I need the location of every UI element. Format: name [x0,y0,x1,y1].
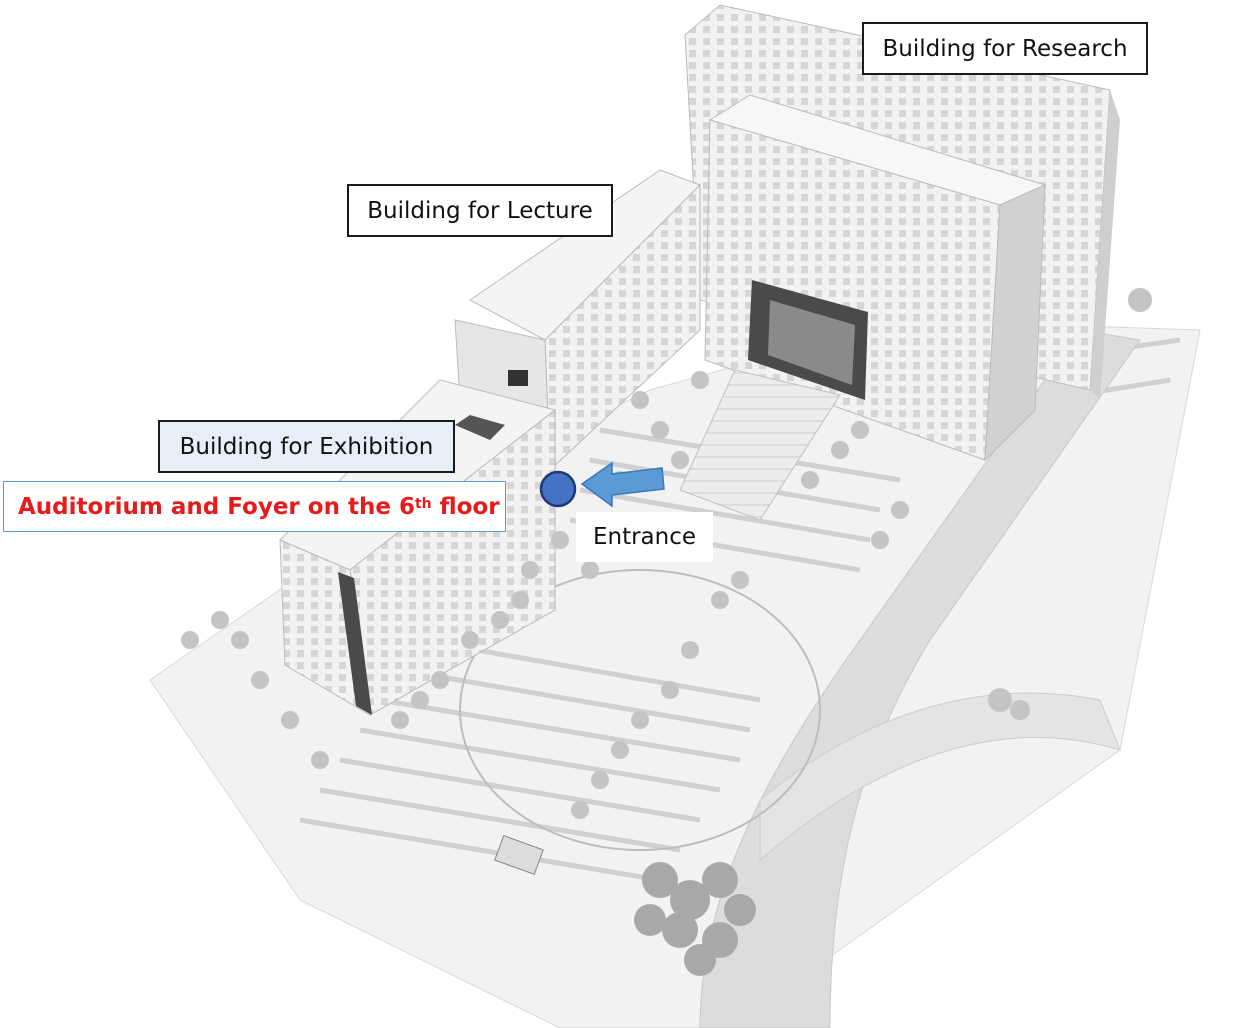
auditorium-text-suffix: floor [431,493,500,520]
label-building-for-research: Building for Research [862,22,1148,75]
research-building-gate-inner [768,300,855,385]
label-building-for-exhibition: Building for Exhibition [158,420,455,473]
label-building-for-lecture: Building for Lecture [347,184,613,237]
plaza-circle [459,569,821,851]
research-building-side [984,184,1046,462]
lecture-building-window [508,370,528,386]
exhibition-building-edge [338,572,372,715]
label-entrance: Entrance [576,512,713,562]
research-building-back-side [1090,90,1120,400]
entrance-ramp [679,369,841,521]
kiosk [494,834,544,876]
arrow-left-icon [580,461,665,508]
exhibition-building-roof-box [455,415,505,440]
auditorium-text-ordinal: th [414,495,432,512]
auditorium-text-prefix: Auditorium and Foyer on the 6 [18,493,415,520]
tree-cluster [634,862,756,976]
road-curve [759,692,1121,862]
location-dot-icon [539,470,577,508]
